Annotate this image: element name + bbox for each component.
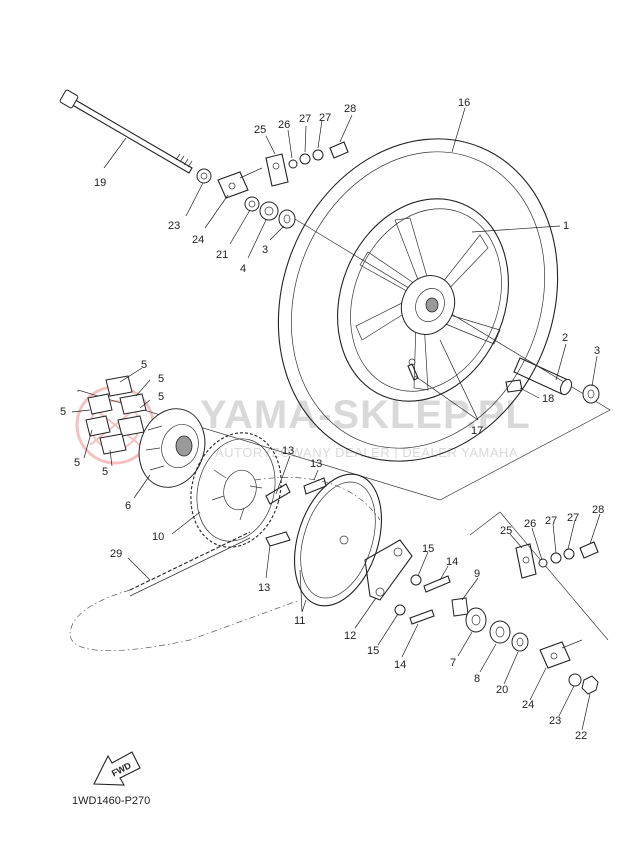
callout-5: 5 [60, 406, 66, 418]
callout-10: 10 [152, 531, 164, 543]
callout-27: 27 [545, 515, 557, 527]
callout-5: 5 [74, 457, 80, 469]
callout-15: 15 [367, 645, 379, 657]
callout-13: 13 [258, 582, 270, 594]
leader-lines [71, 107, 601, 731]
adjuster-nuts-right [538, 541, 599, 568]
sprocket [190, 432, 282, 548]
watermark-subtitle: AUTORYZOWANY DEALER | DEALER YAMAHA [215, 445, 518, 460]
callout-7: 7 [450, 657, 456, 669]
chain-path [69, 589, 301, 651]
callout-22: 22 [575, 730, 587, 742]
axle [59, 89, 193, 174]
callout-28: 28 [344, 103, 356, 115]
callout-27: 27 [299, 113, 311, 125]
callout-4: 4 [240, 263, 246, 275]
rear-wheel [277, 138, 559, 462]
callout-24: 24 [522, 699, 534, 711]
callout-15: 15 [422, 543, 434, 555]
callout-27: 27 [319, 112, 331, 124]
washer-23-top [196, 168, 212, 184]
watermark-brand: YAMA-SKLEP.PL [200, 393, 531, 437]
fwd-arrow: FWD [93, 751, 141, 786]
callout-23: 23 [168, 220, 180, 232]
callout-3: 3 [594, 345, 600, 357]
diagram-code: 1WD1460-P270 [72, 795, 150, 807]
chain-puller-25-right [515, 543, 537, 579]
balance-weight [505, 379, 523, 393]
callout-19: 19 [94, 177, 106, 189]
callout-9: 9 [474, 568, 480, 580]
washer-23-right [568, 673, 582, 687]
chain-puller-24-right [539, 639, 583, 669]
right-bearings [451, 597, 529, 652]
right-collar [513, 357, 600, 404]
caliper-bracket [364, 539, 413, 601]
callout-5: 5 [102, 466, 108, 478]
callout-5: 5 [158, 391, 164, 403]
callout-29: 29 [110, 548, 122, 560]
chain-path-upper [254, 477, 381, 521]
callout-26: 26 [278, 119, 290, 131]
callout-27: 27 [567, 512, 579, 524]
callout-11: 11 [294, 615, 305, 627]
callout-17: 17 [471, 425, 483, 437]
callout-20: 20 [496, 684, 508, 696]
callout-12: 12 [344, 630, 356, 642]
bolts-nuts [394, 574, 451, 625]
callout-24: 24 [192, 234, 204, 246]
callout-28: 28 [592, 504, 604, 516]
chain-puller-24-top [217, 167, 263, 199]
callout-5: 5 [141, 359, 147, 371]
fwd-label: FWD [110, 760, 133, 778]
drive-chain [129, 531, 251, 597]
axle-nut [581, 675, 599, 695]
hub-dampers [85, 375, 147, 455]
callout-1: 1 [563, 220, 569, 232]
callout-13: 13 [282, 445, 294, 457]
callout-21: 21 [216, 249, 228, 261]
right-frame [469, 511, 609, 641]
left-bearings [244, 196, 296, 229]
watermark: YAMA-SKLEP.PL AUTORYZOWANY DEALER | DEAL… [75, 385, 531, 465]
callout-18: 18 [542, 393, 554, 405]
callout-2: 2 [562, 332, 568, 344]
callout-5: 5 [158, 373, 164, 385]
brake-disc [293, 473, 383, 607]
callout-6: 6 [125, 500, 131, 512]
chain-puller-25-top [265, 153, 289, 187]
callout-3: 3 [262, 244, 268, 256]
callout-14: 14 [394, 659, 406, 671]
clutch-hub [138, 408, 206, 488]
callout-8: 8 [474, 673, 480, 685]
callout-14: 14 [446, 556, 458, 568]
callout-13: 13 [310, 458, 322, 470]
adjuster-nuts-top [288, 141, 349, 169]
callout-25: 25 [500, 525, 512, 537]
callout-23: 23 [549, 715, 561, 727]
callout-25: 25 [254, 124, 266, 136]
callout-26: 26 [524, 518, 536, 530]
callout-16: 16 [458, 97, 470, 109]
callout-labels: 19 23 24 21 4 3 25 26 27 27 28 16 1 2 3 … [60, 97, 604, 742]
